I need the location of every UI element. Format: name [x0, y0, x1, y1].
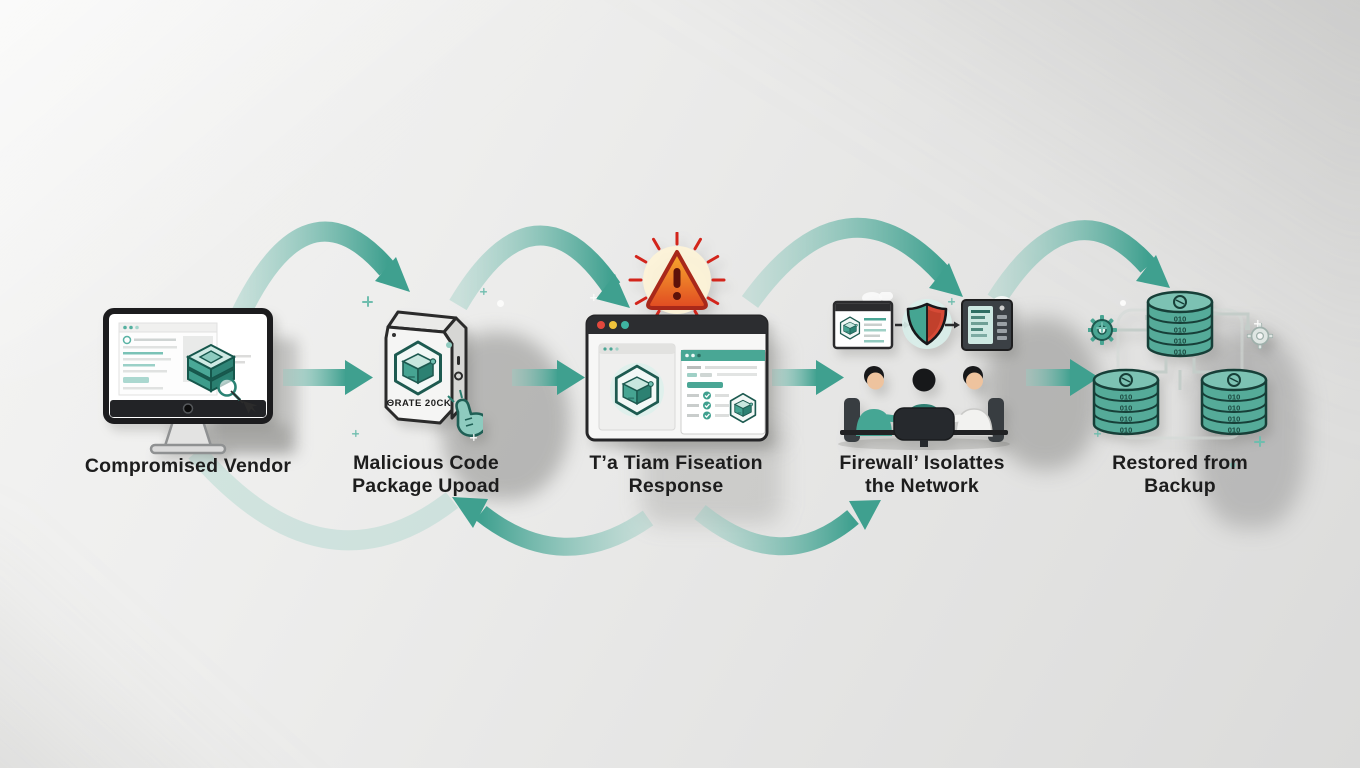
database-backup-icon: 010 010 010 010 010 010 010 010 010 010 — [1088, 290, 1273, 440]
gear-icon — [1088, 315, 1117, 345]
alert-browser-icon — [585, 232, 769, 442]
flow-arc-3 — [741, 217, 963, 308]
mini-browser-icon — [832, 300, 894, 350]
svg-text:010: 010 — [1228, 393, 1241, 402]
svg-text:010: 010 — [1228, 415, 1241, 424]
flow-faint-arc — [188, 445, 459, 551]
meeting-people — [838, 366, 1010, 450]
svg-text:010: 010 — [1228, 426, 1241, 435]
svg-text:010: 010 — [1120, 415, 1133, 424]
cursor-icon — [230, 390, 258, 414]
scan-result-rows — [687, 391, 729, 420]
svg-text:010: 010 — [1174, 348, 1187, 357]
svg-text:010: 010 — [1228, 404, 1241, 413]
database-stack: 010 010 010 010 — [1092, 368, 1160, 436]
incident-meeting-icon — [832, 292, 1013, 450]
stage-label-compromised-vendor: Compromised Vendor — [84, 455, 292, 477]
server-icon — [961, 299, 1013, 351]
flow-return-arc-left — [452, 497, 654, 556]
office-chair — [893, 407, 955, 447]
flow-arrow-3 — [772, 360, 844, 395]
svg-text:010: 010 — [1120, 393, 1133, 402]
svg-text:010: 010 — [1120, 404, 1133, 413]
shield-icon — [902, 299, 952, 349]
flow-return-arc-right — [694, 500, 881, 556]
hand-cursor-icon — [447, 389, 483, 438]
svg-text:010: 010 — [1174, 337, 1187, 346]
monitor-icon — [103, 308, 273, 455]
flow-arc-1 — [222, 221, 410, 337]
svg-text:010: 010 — [1174, 326, 1187, 335]
box-label-text: ΘRATE 20CK — [387, 398, 451, 409]
warning-icon — [646, 250, 708, 310]
flow-arrow-2 — [512, 360, 585, 395]
database-stack: 010 010 010 010 — [1200, 368, 1268, 436]
flow-arrow-1 — [283, 360, 373, 395]
package-box-icon: ΘRATE 20CK — [384, 310, 483, 438]
flow-arc-4 — [987, 220, 1170, 306]
database-stack: 010 010 010 010 — [1146, 290, 1214, 358]
flow-arrow-4 — [1026, 359, 1099, 396]
flow-arc-2 — [449, 225, 630, 311]
gear-icon — [1246, 322, 1273, 350]
svg-text:010: 010 — [1174, 315, 1187, 324]
svg-text:010: 010 — [1120, 426, 1133, 435]
